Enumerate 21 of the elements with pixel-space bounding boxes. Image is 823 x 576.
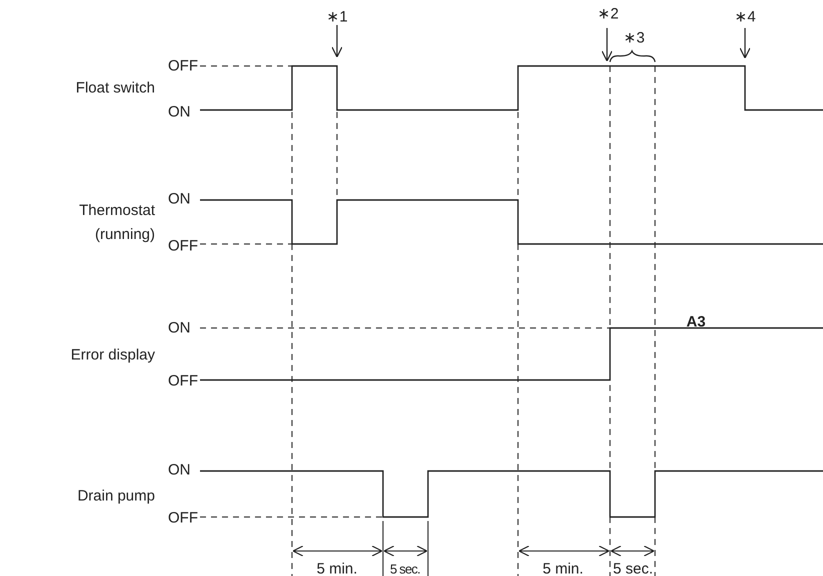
duration-label: 5 min. xyxy=(316,560,358,576)
callout-number: ∗2 xyxy=(597,6,619,22)
level-label: OFF xyxy=(168,510,198,526)
duration-label: 5 sec. xyxy=(390,560,420,576)
level-label: ON xyxy=(168,190,190,208)
signal-name: Thermostat (running) xyxy=(78,201,155,245)
error-code: A3 xyxy=(686,314,706,330)
signal-name: Drain pump xyxy=(77,488,155,504)
level-label: ON xyxy=(168,104,190,120)
callout-number: ∗4 xyxy=(734,8,756,26)
signal-name: Error display xyxy=(70,346,155,364)
callout-number: ∗1 xyxy=(326,8,348,26)
level-label: OFF xyxy=(168,58,198,74)
level-label: OFF xyxy=(168,238,198,254)
level-label: ON xyxy=(168,320,190,336)
signal-name: Float switch xyxy=(76,80,155,96)
level-label: ON xyxy=(168,462,190,478)
level-label: OFF xyxy=(168,372,198,390)
duration-label: 5 min. xyxy=(542,560,584,576)
callout-number: ∗3 xyxy=(623,30,645,46)
duration-label: 5 sec. xyxy=(612,560,654,576)
